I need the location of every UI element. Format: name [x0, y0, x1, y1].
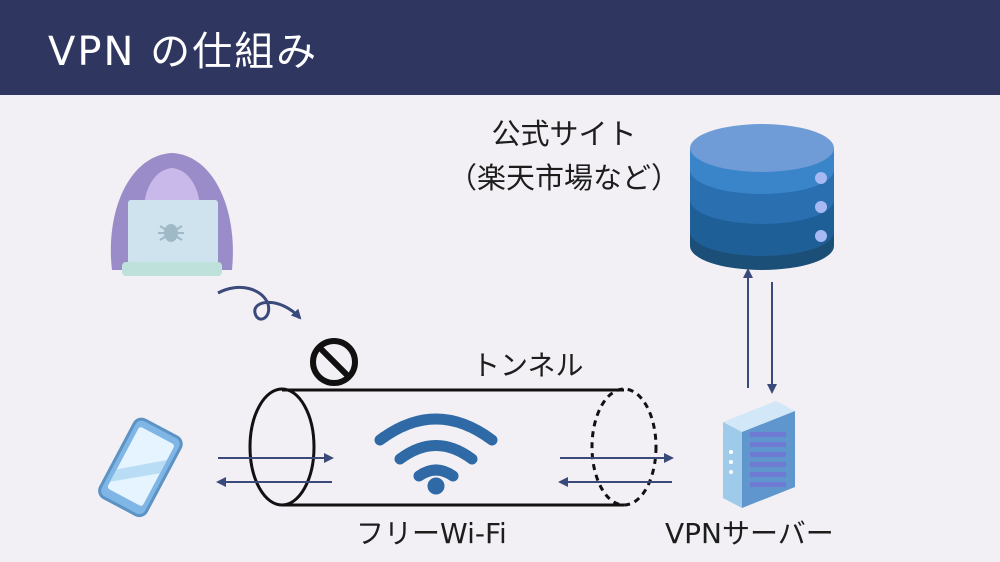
page-title: VPN の仕組み [48, 28, 319, 75]
official-site-label-line2: （楽天市場など） [448, 161, 681, 195]
header-bar: VPN の仕組み [0, 0, 1000, 95]
hacker-laptop-icon [110, 153, 233, 276]
official-site-label: 公式サイト （楽天市場など） [448, 112, 680, 200]
database-icon [690, 124, 834, 270]
bug-icon [158, 224, 184, 242]
prohibited-icon [310, 338, 358, 386]
tunnel [248, 387, 658, 507]
smartphone-icon [98, 417, 183, 518]
attack-arrow [217, 285, 302, 321]
vpn-server-label: VPNサーバー [665, 517, 834, 550]
free-wifi-label: フリーWi-Fi [356, 517, 507, 550]
server-rack-icon [723, 401, 795, 508]
tunnel-label: トンネル [472, 349, 584, 382]
official-site-label-line1: 公式サイト [491, 117, 637, 151]
wifi-icon [374, 413, 498, 495]
